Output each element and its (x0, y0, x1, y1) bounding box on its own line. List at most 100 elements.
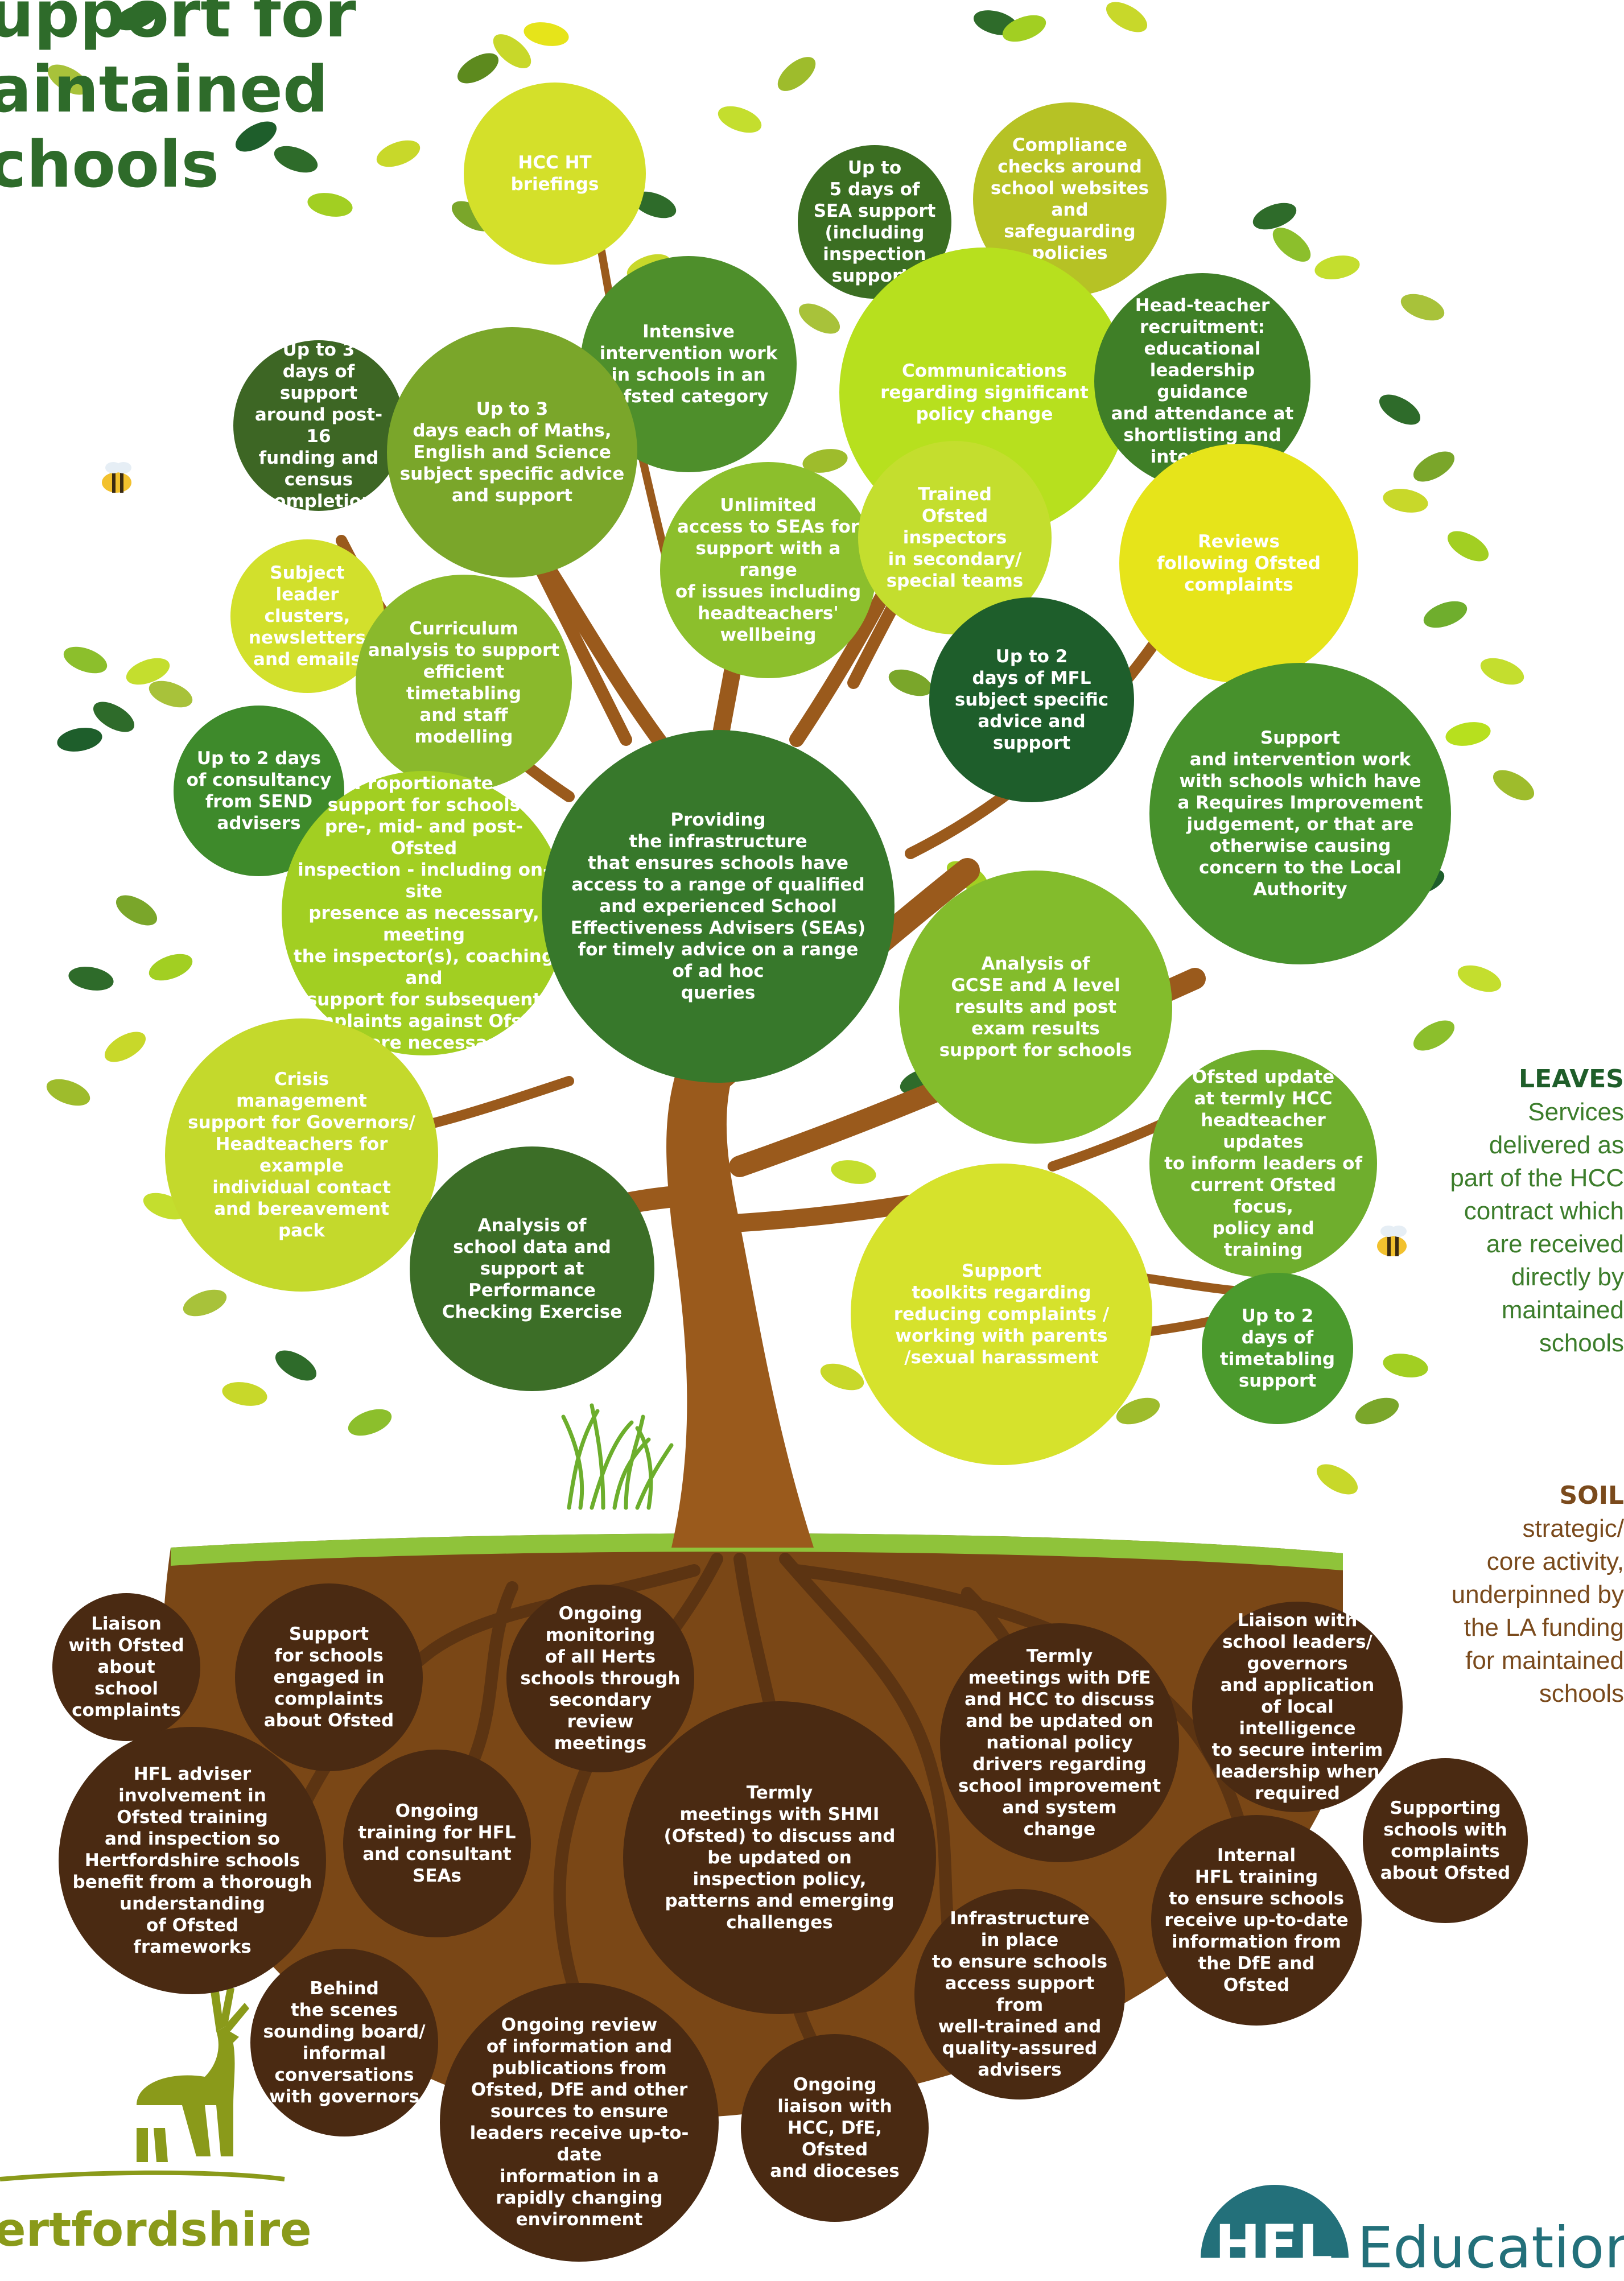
root-node-supporting-complaints: Supporting schools with complaints about… (1363, 1758, 1528, 1923)
decorative-leaf-icon (307, 193, 353, 217)
decorative-leaf-icon (63, 646, 108, 674)
leaf-node-mfl-support: Up to 2 days of MFL subject specific adv… (929, 597, 1134, 802)
leaf-node-label: Crisis management support for Governors/… (188, 1069, 415, 1241)
leaves-legend: LEAVES Services delivered as part of the… (1385, 1063, 1624, 1360)
decorative-leaf-icon (1413, 451, 1455, 482)
grass-band (171, 1533, 1343, 1570)
decorative-leaf-icon (820, 1363, 864, 1391)
leaf-node-label: Intensive intervention work in schools i… (599, 321, 778, 407)
leaf-node-label: Reviews following Ofsted complaints (1157, 531, 1321, 595)
root-node-ongoing-training-seas: Ongoing training for HFL and consultant … (343, 1750, 531, 1937)
decorative-leaf-icon (47, 64, 89, 95)
decorative-leaf-icon (831, 1160, 876, 1184)
root-node-ongoing-review: Ongoing review of information and public… (440, 1983, 719, 2262)
decorative-leaf-icon (57, 728, 102, 752)
decorative-leaf-icon (457, 53, 499, 84)
root-node-label: Supporting schools with complaints about… (1380, 1798, 1511, 1883)
leaf-node-crisis-management: Crisis management support for Governors/… (165, 1018, 438, 1292)
leaf-node-label: Ofsted update at termly HCC headteacher … (1164, 1067, 1362, 1260)
leaf-node-hcc-ht-briefings: HCC HT briefings (464, 83, 646, 265)
decorative-leaf-icon (93, 702, 135, 732)
decorative-leaf-icon (348, 1409, 392, 1436)
root-node-label: Ongoing training for HFL and consultant … (358, 1801, 516, 1886)
root-node-support-complaints: Support for schools engaged in complaint… (235, 1583, 423, 1771)
decorative-leaf-icon (1106, 2, 1148, 32)
root-node-label: HFL adviser involvement in Ofsted traini… (72, 1764, 312, 1957)
root-node-internal-hfl-training: Internal HFL training to ensure schools … (1151, 1815, 1362, 2026)
decorative-leaf-icon (777, 57, 816, 91)
decorative-leaf-icon (1355, 1397, 1399, 1425)
decorative-leaf-icon (1480, 658, 1524, 685)
decorative-leaf-icon (632, 191, 677, 218)
decorative-leaf-icon (1316, 1464, 1358, 1495)
decorative-leaf-icon (798, 303, 840, 334)
root-node-label: Termly meetings with SHMI (Ofsted) to di… (663, 1783, 896, 1933)
decorative-leaf-icon (1252, 203, 1297, 230)
leaf-node-requires-improvement-support: Support and intervention work with schoo… (1149, 663, 1451, 964)
root-node-label: Ongoing monitoring of all Herts schools … (520, 1603, 681, 1754)
leaf-node-infrastructure-seas: Providing the infrastructure that ensure… (542, 730, 895, 1083)
leaf-node-label: Proportionate support for schools pre-, … (293, 773, 555, 1053)
decorative-leaf-icon (1272, 228, 1311, 262)
decorative-leaf-icon (149, 680, 193, 708)
leaf-node-label: Up to 5 days of SEA support (including i… (813, 158, 936, 286)
root-node-sounding-board: Behind the scenes sounding board/ inform… (250, 1949, 438, 2136)
decorative-leaf-icon (1002, 15, 1046, 42)
root-node-liaison-school-leaders: Liaison with school leaders/ governors a… (1192, 1602, 1403, 1812)
root-node-label: Liaison with Ofsted about school complai… (68, 1614, 184, 1721)
leaf-node-label: Analysis of GCSE and A level results and… (939, 954, 1132, 1061)
decorative-leaf-icon (1383, 489, 1428, 513)
decorative-leaf-icon (114, 3, 159, 31)
soil-legend-heading: SOIL (1559, 1481, 1624, 1510)
leaf-node-label: Communications regarding significant pol… (880, 361, 1089, 424)
decorative-leaf-icon (1400, 294, 1445, 321)
decorative-leaf-icon (1457, 965, 1502, 992)
leaf-node-gcse-a-level-analysis: Analysis of GCSE and A level results and… (899, 871, 1172, 1144)
root-node-label: Liaison with school leaders/ governors a… (1211, 1610, 1383, 1804)
decorative-leaf-icon (1383, 1354, 1428, 1377)
decorative-leaf-icon (116, 895, 158, 926)
root-node-label: Behind the scenes sounding board/ inform… (263, 1978, 426, 2107)
leaf-node-label: Up to 3 days each of Maths, English and … (399, 399, 625, 506)
root-node-ongoing-liaison: Ongoing liaison with HCC, DfE, Ofsted an… (741, 2034, 929, 2222)
leaf-node-unlimited-sea-access: Unlimited access to SEAs for support wit… (660, 462, 876, 678)
decorative-leaf-icon (1493, 770, 1535, 801)
bee-icon (1377, 1226, 1407, 1256)
leaf-node-proportionate-support: Proportionate support for schools pre-, … (282, 771, 566, 1055)
hertfordshire-logo-text: ertfordshire (0, 2203, 312, 2257)
decorative-leaf-icon (493, 34, 531, 68)
root-node-label: Infrastructure in place to ensure school… (931, 1908, 1108, 2080)
root-node-label: Ongoing review of information and public… (469, 2015, 689, 2230)
decorative-leaf-icon (524, 22, 569, 46)
leaf-node-ofsted-termly-update: Ofsted update at termly HCC headteacher … (1149, 1050, 1377, 1277)
decorative-leaves (46, 2, 1535, 1495)
decorative-leaf-icon (1379, 394, 1421, 425)
leaf-node-reviews-ofsted-complaints: Reviews following Ofsted complaints (1119, 444, 1358, 683)
leaf-node-send-consultancy: Up to 2 days of consultancy from SEND ad… (174, 706, 344, 876)
leaf-node-label: Up to 2 days of timetabling support (1219, 1306, 1336, 1391)
root-node-infrastructure-advisers: Infrastructure in place to ensure school… (914, 1889, 1125, 2099)
leaf-node-label: Support toolkits regarding reducing comp… (893, 1261, 1110, 1368)
decorative-leaf-icon (235, 121, 277, 152)
hfl-logo-mark-text: HFL (1215, 2213, 1333, 2277)
leaf-node-label: Up to 2 days of MFL subject specific adv… (954, 646, 1109, 753)
leaf-node-maths-english-science: Up to 3 days each of Maths, English and … (387, 327, 637, 578)
leaves-legend-heading: LEAVES (1519, 1065, 1624, 1094)
soil-legend: SOIL strategic/ core activity, underpinn… (1385, 1479, 1624, 1710)
decorative-leaf-icon (718, 106, 762, 133)
bee-icon (102, 462, 131, 493)
root-node-liaison-ofsted-complaints: Liaison with Ofsted about school complai… (52, 1593, 200, 1741)
grass-tuft (561, 1403, 674, 1510)
leaf-node-label: Up to 2 days of consultancy from SEND ad… (186, 748, 332, 834)
decorative-leaf-icon (104, 1032, 146, 1062)
leaf-node-curriculum-analysis: Curriculum analysis to support efficient… (356, 575, 572, 791)
leaf-node-post-16-support: Up to 3 days of support around post-16 f… (233, 340, 404, 512)
tree-trunk (666, 1053, 814, 1548)
leaf-node-label: Support and intervention work with schoo… (1177, 728, 1423, 900)
page-title: upport for aintained chools (0, 0, 356, 202)
root-node-label: Support for schools engaged in complaint… (263, 1624, 394, 1731)
decorative-leaf-icon (1447, 531, 1489, 562)
decorative-leaf-icon (1116, 1397, 1160, 1425)
leaf-node-label: Up to 3 days of support around post-16 f… (254, 340, 383, 512)
leaf-node-label: HCC HT briefings (510, 152, 599, 195)
